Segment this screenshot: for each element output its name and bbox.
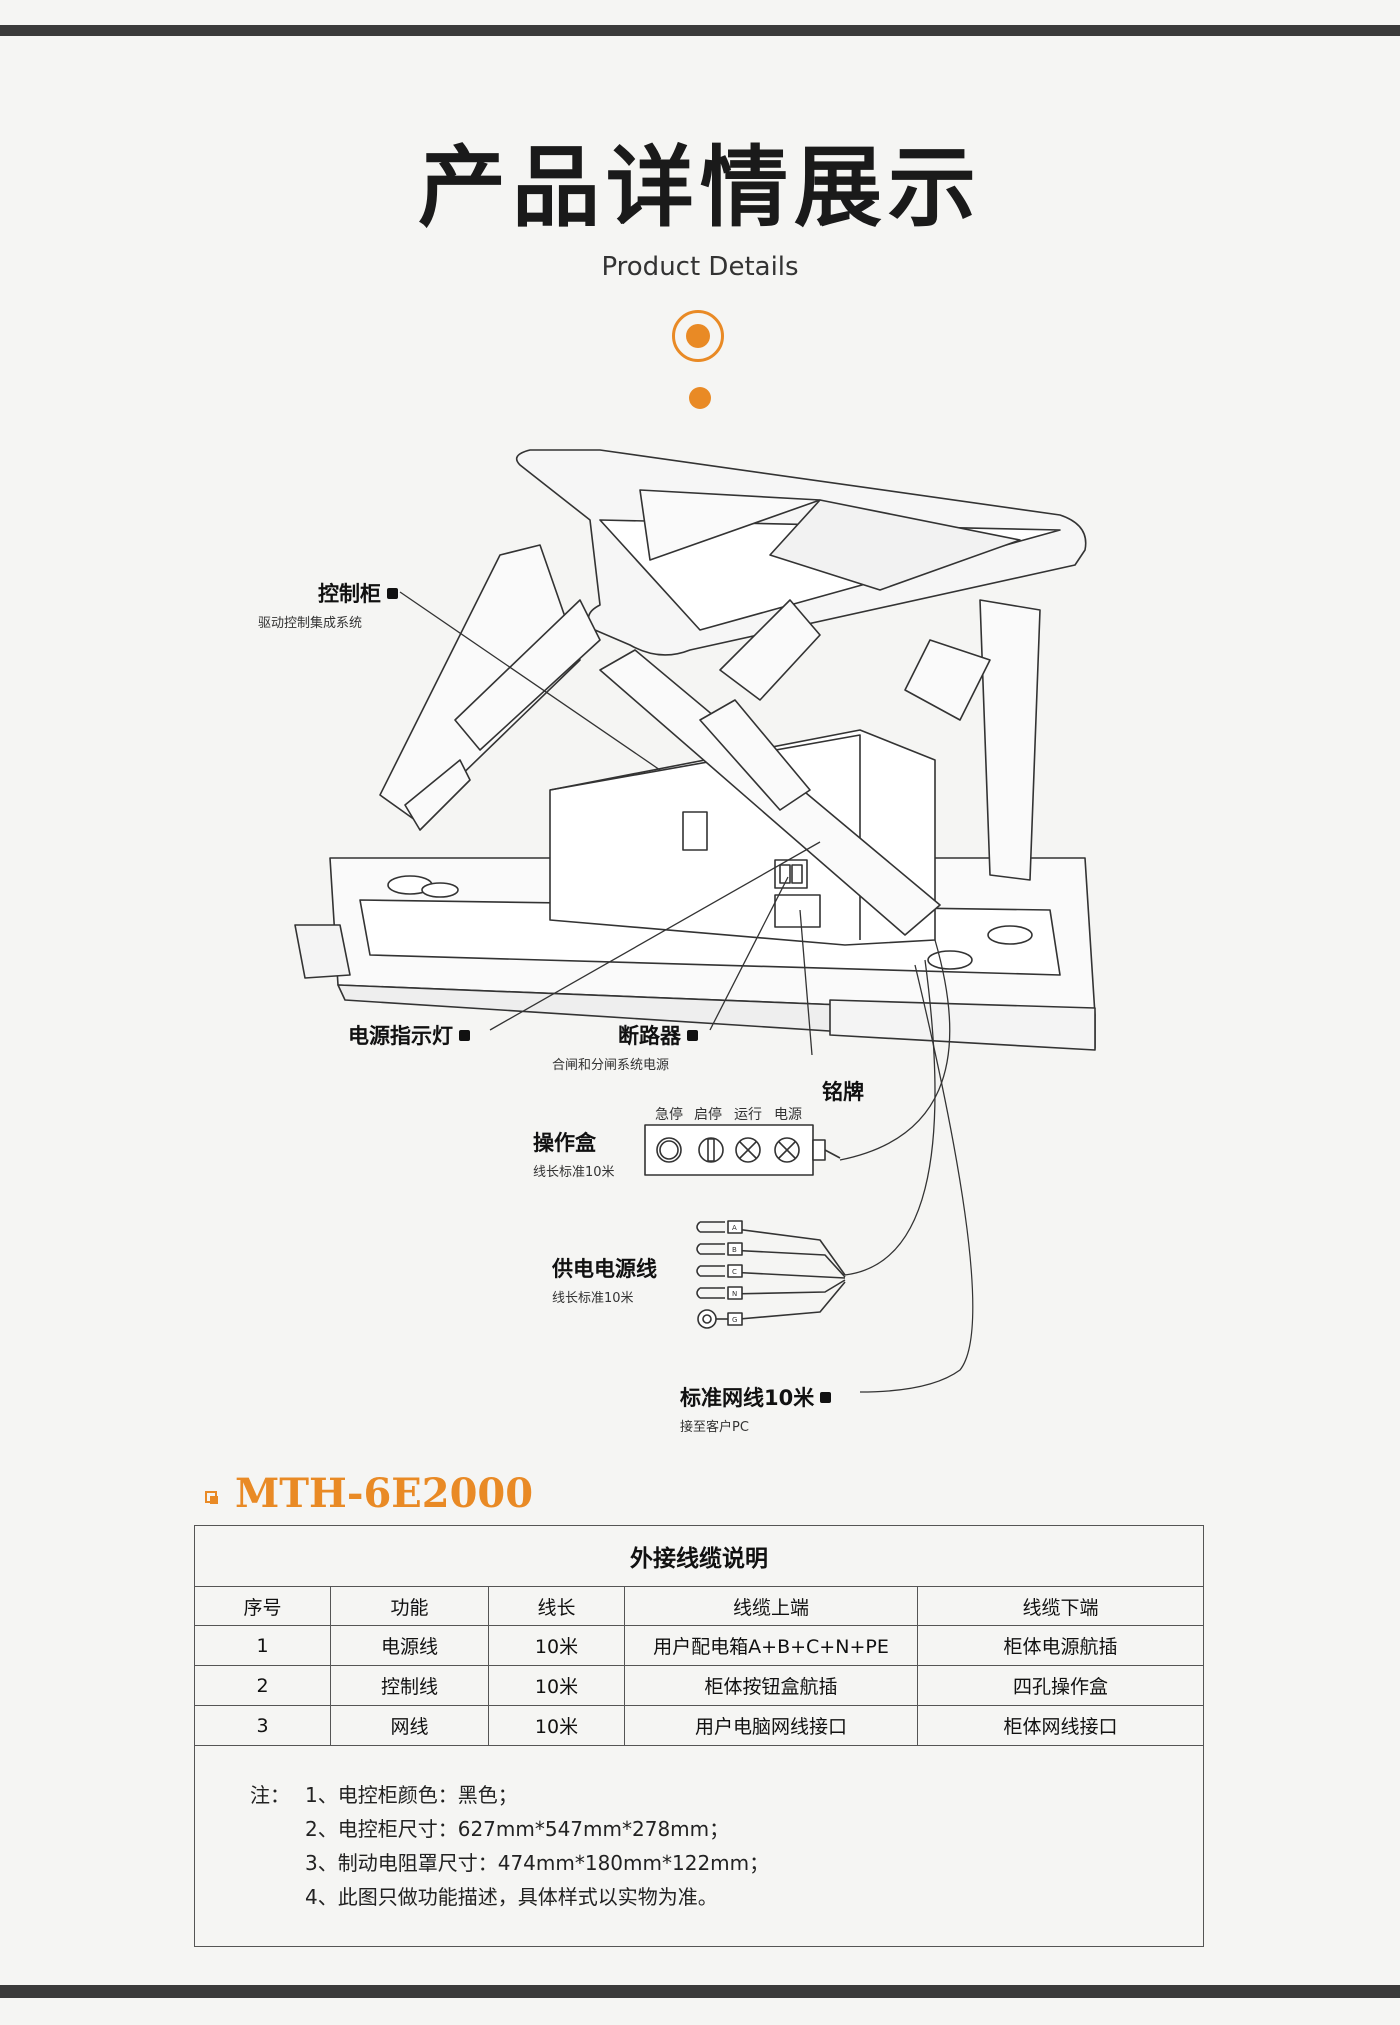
motion-platform-illustration: A B C N G — [294, 449, 1096, 1393]
table-row: 1 电源线 10米 用户配电箱A+B+C+N+PE 柜体电源航插 — [195, 1625, 1203, 1666]
cable-spec-table: 外接线缆说明 序号 功能 线长 线缆上端 线缆下端 1 电源线 10米 用户配电… — [194, 1525, 1204, 1947]
callout-title: 标准网线10米 — [680, 1386, 815, 1410]
callout-title: 控制柜 — [318, 582, 381, 606]
control-cabinet — [549, 729, 936, 946]
header-cell: 功能 — [330, 1586, 489, 1626]
callout-desc: 合闸和分闸系统电源 — [552, 1058, 670, 1073]
note-line: 4、此图只做功能描述，具体样式以实物为准。 — [305, 1885, 718, 1909]
table-notes: 注： 1、电控柜颜色：黑色； 2、电控柜尺寸：627mm*547mm*278mm… — [250, 1778, 769, 1914]
top-bar — [0, 25, 1400, 36]
dot-ornament-icon — [689, 387, 711, 409]
bottom-bar — [0, 1985, 1400, 1998]
terminal-letter: A — [732, 1224, 737, 1232]
header-cell: 线缆下端 — [917, 1586, 1203, 1626]
model-square-icon — [205, 1491, 218, 1504]
button-label-run: 运行 — [734, 1107, 762, 1123]
callout-title: 断路器 — [618, 1024, 681, 1048]
callout-desc: 驱动控制集成系统 — [258, 616, 363, 631]
table-cell: 用户电脑网线接口 — [624, 1705, 918, 1746]
power-cable-terminals — [696, 1220, 846, 1329]
callout-breaker: 断路器 合闸和分闸系统电源 — [552, 1020, 698, 1073]
table-row: 2 控制线 10米 柜体按钮盒航插 四孔操作盒 — [195, 1665, 1203, 1706]
header-cell: 序号 — [195, 1586, 331, 1626]
header-cell: 线长 — [488, 1586, 625, 1626]
callout-title: 操作盒 — [533, 1131, 596, 1155]
actuators — [379, 544, 1041, 936]
note-line: 3、制动电阻罩尺寸：474mm*180mm*122mm； — [305, 1851, 770, 1875]
header-cell: 线缆上端 — [624, 1586, 918, 1626]
table-cell: 10米 — [488, 1665, 625, 1706]
bullet-icon — [459, 1030, 470, 1041]
table-cell: 电源线 — [330, 1625, 489, 1666]
callout-power-indicator: 电源指示灯 — [348, 1020, 470, 1050]
terminal-letters: A B C N G — [732, 1224, 737, 1324]
table-cell: 2 — [195, 1665, 331, 1706]
terminal-letter: B — [732, 1246, 737, 1254]
table-cell: 用户配电箱A+B+C+N+PE — [624, 1625, 918, 1666]
button-label-estop: 急停 — [655, 1107, 683, 1123]
button-label-startstop: 启停 — [694, 1107, 722, 1123]
table-header-row: 序号 功能 线长 线缆上端 线缆下端 — [195, 1586, 1203, 1626]
operation-box — [644, 1124, 841, 1176]
terminal-letter: G — [732, 1316, 737, 1324]
feet — [387, 875, 1033, 970]
table-cell: 柜体按钮盒航插 — [624, 1665, 918, 1706]
callout-operation-box: 操作盒 线长标准10米 — [533, 1127, 615, 1180]
table-cell: 1 — [195, 1625, 331, 1666]
table-cell: 控制线 — [330, 1665, 489, 1706]
table-row: 3 网线 10米 用户电脑网线接口 柜体网线接口 — [195, 1705, 1203, 1746]
table-cell: 柜体电源航插 — [917, 1625, 1203, 1666]
bullet-icon — [820, 1392, 832, 1403]
model-name: MTH-6E2000 — [235, 1470, 534, 1517]
callout-control-cabinet: 控制柜 驱动控制集成系统 — [258, 578, 398, 631]
notes-label: 注： — [250, 1783, 290, 1807]
table-cell: 10米 — [488, 1705, 625, 1746]
terminal-letter: N — [732, 1290, 737, 1298]
bullet-icon — [687, 1030, 698, 1041]
table-cell: 10米 — [488, 1625, 625, 1666]
callout-title: 铭牌 — [822, 1080, 864, 1104]
note-line: 2、电控柜尺寸：627mm*547mm*278mm； — [305, 1817, 730, 1841]
ring-ornament-icon — [672, 310, 724, 362]
callout-network-cable: 标准网线10米 接至客户PC — [680, 1382, 832, 1435]
table-caption: 外接线缆说明 — [195, 1526, 1203, 1587]
callout-title: 电源指示灯 — [348, 1024, 453, 1048]
bullet-icon — [387, 588, 398, 599]
table-cell: 柜体网线接口 — [917, 1705, 1203, 1746]
table-cell: 四孔操作盒 — [917, 1665, 1203, 1706]
page-title: 产品详情展示 — [417, 136, 982, 239]
table-cell: 3 — [195, 1705, 331, 1746]
top-platform — [515, 449, 1087, 656]
leader-lines — [399, 591, 974, 1393]
callout-power-cable: 供电电源线 线长标准10米 — [552, 1253, 657, 1306]
terminal-letter: C — [732, 1268, 737, 1276]
callout-desc: 线长标准10米 — [552, 1291, 634, 1306]
button-label-power: 电源 — [774, 1107, 802, 1123]
table-cell: 网线 — [330, 1705, 489, 1746]
callout-desc: 线长标准10米 — [533, 1165, 615, 1180]
note-line: 1、电控柜颜色：黑色； — [305, 1783, 518, 1807]
callout-nameplate: 铭牌 — [822, 1076, 864, 1106]
callout-desc: 接至客户PC — [680, 1420, 749, 1435]
page-subtitle: Product Details — [601, 252, 799, 282]
callout-title: 供电电源线 — [552, 1257, 657, 1281]
